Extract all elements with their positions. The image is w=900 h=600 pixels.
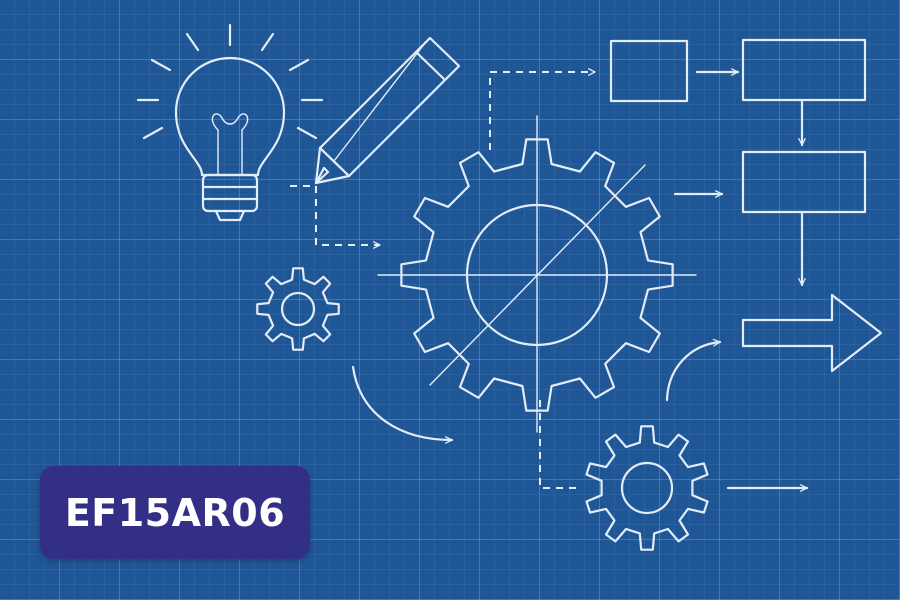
- medium-gear-icon: [585, 425, 709, 551]
- course-code-badge: EF15AR06: [40, 466, 310, 559]
- lightbulb-icon: [136, 23, 324, 222]
- flowchart-box-icon: [609, 38, 867, 214]
- block-arrow-icon: [741, 293, 883, 373]
- pencil-icon: [314, 36, 461, 185]
- arrow-icon: [673, 68, 809, 492]
- small-gear-icon: [256, 267, 340, 351]
- large-gear-icon: [377, 115, 697, 433]
- curved-arrow-icon: [351, 338, 722, 444]
- course-code: EF15AR06: [64, 490, 286, 535]
- dashed-connector: [290, 68, 596, 489]
